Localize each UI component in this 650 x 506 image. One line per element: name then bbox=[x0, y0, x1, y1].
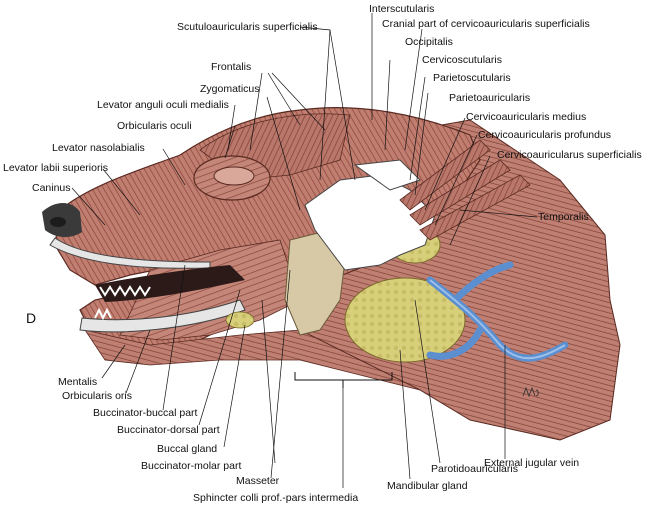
label-temporalis: Temporalis bbox=[538, 211, 589, 223]
lower-lip bbox=[79, 299, 246, 333]
auricular-strap-1 bbox=[399, 139, 491, 211]
label-orbicularis-oculi: Orbicularis oculi bbox=[117, 120, 192, 132]
label-zygomaticus: Zygomaticus bbox=[200, 83, 260, 95]
label-mentalis: Mentalis bbox=[58, 376, 98, 388]
nostril bbox=[50, 217, 66, 227]
mandibular-gland bbox=[344, 277, 466, 363]
label-buccinator-molar: Buccinator-molar part bbox=[141, 460, 242, 472]
label-orbicularis-oris: Orbicularis oris bbox=[62, 390, 133, 402]
lower-jaw-muscle bbox=[84, 329, 421, 391]
upper-teeth bbox=[99, 285, 151, 297]
label-frontalis: Frontalis bbox=[211, 61, 252, 73]
label-cranial-cervicoauricularis: Cranial part of cervicoauricularis super… bbox=[382, 18, 590, 30]
lower-teeth bbox=[94, 307, 112, 321]
leader-lines bbox=[71, 13, 538, 488]
label-buccinator-dorsal: Buccinator-dorsal part bbox=[117, 424, 220, 436]
label-external-jugular-vein: External jugular vein bbox=[484, 457, 580, 469]
label-levator-nasolabialis: Levator nasolabialis bbox=[52, 142, 145, 154]
label-buccal-gland: Buccal gland bbox=[157, 443, 218, 455]
label-parotidoauricularis: Parotidoauricularis bbox=[431, 463, 518, 475]
cheek-muscle bbox=[119, 239, 301, 341]
label-cervicoscutularis: Cervicoscutularis bbox=[422, 54, 502, 66]
label-cervicoauricularis-medius: Cervicoauricularis medius bbox=[466, 111, 587, 123]
label-sphincter-colli: Sphincter colli prof.-pars intermedia bbox=[193, 492, 359, 504]
auricular-strap-3 bbox=[419, 174, 531, 241]
sphincter-bracket bbox=[294, 372, 393, 388]
label-interscutularis: Interscutularis bbox=[369, 3, 435, 15]
scutiform-cartilage bbox=[353, 159, 421, 191]
label-cervicoauricularis-profundus: Cervicoauricularis profundus bbox=[478, 129, 612, 141]
label-mandibular-gland: Mandibular gland bbox=[387, 480, 468, 492]
label-levator-anguli-oculi: Levator anguli oculi medialis bbox=[97, 99, 229, 111]
label-occipitalis: Occipitalis bbox=[405, 36, 453, 48]
panel-letter: D bbox=[26, 310, 37, 326]
label-caninus: Caninus bbox=[32, 182, 71, 194]
label-parietoauricularis: Parietoauricularis bbox=[449, 92, 531, 104]
buccal-gland bbox=[225, 311, 255, 329]
label-masseter: Masseter bbox=[236, 475, 280, 487]
label-scutuloauricularis-superficialis: Scutuloauricularis superficialis bbox=[177, 21, 318, 33]
label-parietoscutularis: Parietoscutularis bbox=[433, 72, 511, 84]
eye-opening bbox=[213, 166, 255, 186]
label-levator-labii: Levator labii superioris bbox=[3, 162, 109, 174]
artist-signature bbox=[522, 386, 539, 398]
auricular-strap-2 bbox=[409, 159, 511, 226]
label-cervicoauricularis-superficialis: Cervicoauricularus superficialis bbox=[497, 149, 642, 161]
vein-highlight bbox=[429, 279, 566, 360]
label-buccinator-buccal: Buccinator-buccal part bbox=[93, 407, 198, 419]
